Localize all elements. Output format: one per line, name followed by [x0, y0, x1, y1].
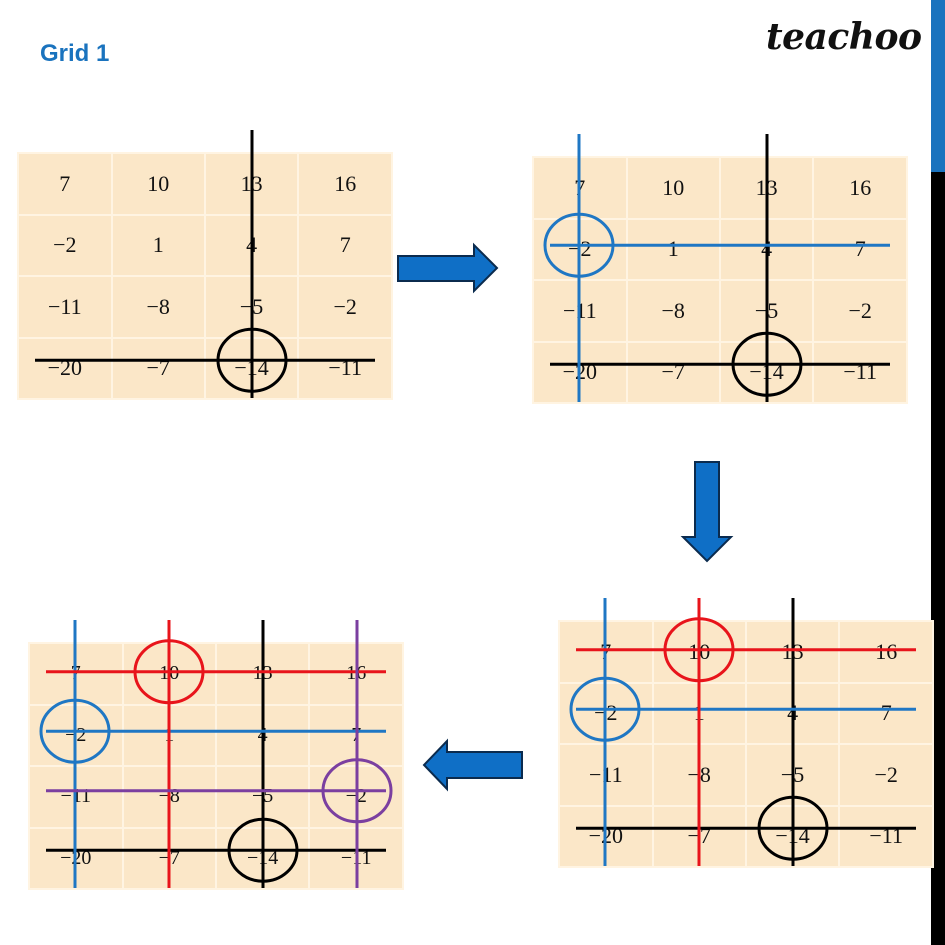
grid-cell: 13: [203, 152, 300, 216]
page-title: Grid 1: [40, 40, 110, 67]
grid-cell: 7: [308, 703, 404, 767]
grid-cell: 1: [121, 703, 217, 767]
grid-cell: 7: [838, 681, 934, 745]
grid-cell: −2: [28, 703, 124, 767]
grid-cell: 4: [203, 213, 300, 277]
grid-cell: −8: [651, 743, 747, 807]
grid-cell: −2: [17, 213, 113, 277]
grid-cell: −2: [812, 279, 908, 343]
grid-cell: −11: [297, 336, 393, 400]
grid-cell: −2: [308, 765, 404, 829]
grid-cell: 10: [110, 152, 206, 216]
teachoo-logo: teachoo: [766, 16, 922, 58]
grid-cell: 13: [718, 156, 815, 220]
grid-cell: 4: [744, 681, 841, 745]
grid-cell: 7: [297, 213, 393, 277]
grid-cell: −14: [214, 826, 311, 890]
grid-cell: 4: [214, 703, 311, 767]
grid-row: −11−8−5−2: [532, 279, 908, 343]
grid-cell: −11: [28, 765, 124, 829]
grid-cell: −20: [558, 804, 654, 868]
grid-cell: −11: [17, 275, 113, 339]
grid-row: −20−7−14−11: [17, 336, 393, 400]
grid-cell: −7: [625, 340, 721, 404]
grid-cell: −14: [718, 340, 815, 404]
grid-row: −20−7−14−11: [532, 340, 908, 404]
grid-cell: −5: [214, 765, 311, 829]
grid-cell: −20: [28, 826, 124, 890]
grid-row: −20−7−14−11: [558, 804, 934, 868]
grid-cell: 7: [532, 156, 628, 220]
grid-cell: −11: [558, 743, 654, 807]
grid-cell: 13: [744, 620, 841, 684]
grid-cell: −7: [121, 826, 217, 890]
grid-cell: −2: [297, 275, 393, 339]
grid-cell: −8: [110, 275, 206, 339]
grid-cell: −2: [532, 217, 628, 281]
grid-cell: −7: [110, 336, 206, 400]
grid-cell: 16: [812, 156, 908, 220]
grid-cell: −8: [121, 765, 217, 829]
grid-cell: 13: [214, 642, 311, 706]
grid-cell: 7: [28, 642, 124, 706]
side-dark-bar: [931, 172, 945, 945]
grid-cell: 16: [838, 620, 934, 684]
side-accent-bar: [931, 0, 945, 172]
grid-cell: 1: [651, 681, 747, 745]
grid-cell: 1: [110, 213, 206, 277]
grid-cell: −20: [17, 336, 113, 400]
grid-cell: 7: [812, 217, 908, 281]
grid-cell: −20: [532, 340, 628, 404]
grid-cell: 7: [558, 620, 654, 684]
grid-cell: −8: [625, 279, 721, 343]
grid-row: −11−8−5−2: [558, 743, 934, 807]
grid-cell: 10: [625, 156, 721, 220]
grid-cell: 4: [718, 217, 815, 281]
grid-cell: −11: [308, 826, 404, 890]
grid-row: −20−7−14−11: [28, 826, 404, 890]
arrow-down-icon: [680, 461, 734, 563]
grid-cell: 16: [297, 152, 393, 216]
grid-cell: 10: [121, 642, 217, 706]
grid-cell: −11: [838, 804, 934, 868]
grid-cell: 16: [308, 642, 404, 706]
grid-cell: −2: [558, 681, 654, 745]
grid-cell: −5: [718, 279, 815, 343]
grid-cell: −11: [812, 340, 908, 404]
grid-cell: 10: [651, 620, 747, 684]
grid-cell: −5: [203, 275, 300, 339]
grid-cell: −14: [744, 804, 841, 868]
grid-row: −11−8−5−2: [28, 765, 404, 829]
grid-cell: −5: [744, 743, 841, 807]
grid-cell: 1: [625, 217, 721, 281]
arrow-right-icon: [397, 242, 499, 294]
grid-cell: −7: [651, 804, 747, 868]
grid-row: −11−8−5−2: [17, 275, 393, 339]
arrow-left-icon: [422, 738, 523, 792]
grid-cell: −14: [203, 336, 300, 400]
grid-cell: −11: [532, 279, 628, 343]
grid-cell: −2: [838, 743, 934, 807]
grid-cell: 7: [17, 152, 113, 216]
